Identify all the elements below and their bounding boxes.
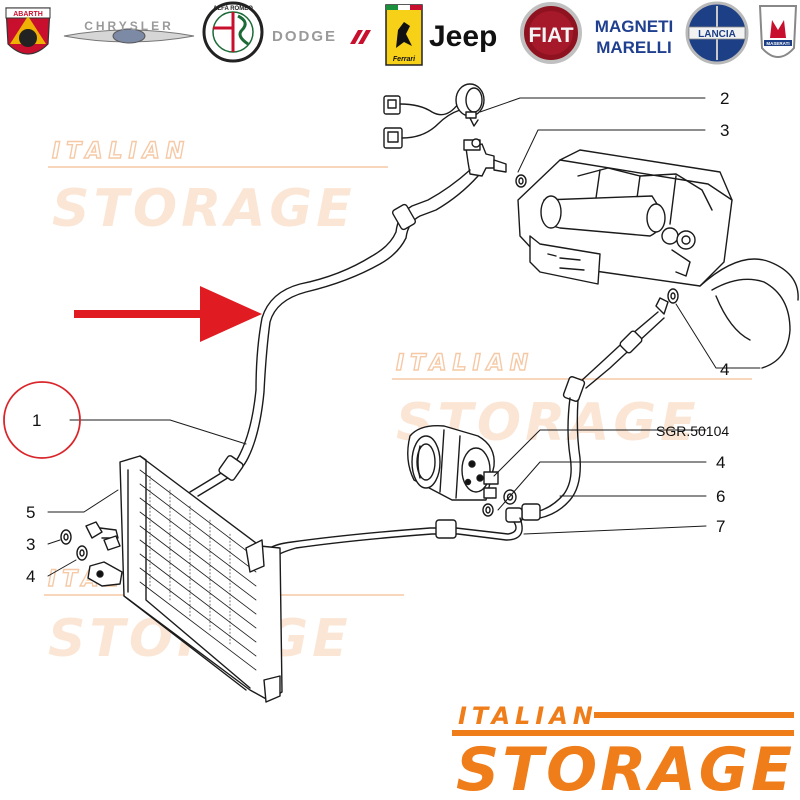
abarth-logo-text: ABARTH bbox=[13, 11, 43, 18]
condenser-part bbox=[119, 455, 283, 703]
callout-part-code: SGR.50104 bbox=[656, 423, 729, 439]
callout-4-top: 4 bbox=[720, 360, 729, 379]
callout-5: 5 bbox=[26, 503, 35, 522]
watermark-line1: ITALIAN bbox=[52, 139, 190, 164]
magneti-marelli-logo: MAGNETI MARELLI bbox=[595, 17, 673, 57]
callout-labels: 1 2 3 4 SGR.50104 4 6 7 5 3 4 bbox=[26, 89, 729, 586]
highlight-arrow bbox=[74, 286, 262, 342]
jeep-logo: Jeep bbox=[429, 20, 497, 53]
abarth-logo: ABARTH bbox=[5, 7, 51, 55]
callout-4-middle: 4 bbox=[716, 453, 725, 472]
watermark-top: ITALIAN STORAGE bbox=[48, 138, 388, 239]
italian-storage-logo: ITALIAN STORAGE bbox=[452, 702, 795, 800]
dodge-logo-text: DODGE bbox=[272, 28, 337, 45]
jeep-logo-text: Jeep bbox=[429, 20, 497, 53]
watermark-line1: ITALIAN bbox=[396, 351, 534, 376]
callout-7: 7 bbox=[716, 517, 725, 536]
compressor-part bbox=[407, 425, 499, 501]
discharge-hose-part-7 bbox=[269, 507, 523, 557]
alfa-romeo-logo-text: ALFA ROMEO bbox=[213, 6, 253, 12]
ferrari-logo: Ferrari bbox=[385, 4, 423, 66]
chrysler-logo-text: CHRYSLER bbox=[84, 19, 174, 33]
o-ring-3-top bbox=[515, 174, 527, 188]
main-hose-part bbox=[189, 169, 479, 497]
evaporator-unit bbox=[517, 149, 799, 369]
leader-lines bbox=[47, 97, 761, 577]
fiat-logo-text: FIAT bbox=[528, 24, 573, 47]
callout-2: 2 bbox=[720, 89, 729, 108]
chrysler-logo: CHRYSLER bbox=[63, 19, 195, 44]
callout-6: 6 bbox=[716, 487, 725, 506]
lancia-logo: LANCIA bbox=[685, 1, 749, 65]
magneti-marelli-logo-text-line1: MAGNETI bbox=[595, 17, 673, 36]
pressure-switch-part bbox=[383, 83, 485, 149]
o-ring-4-right bbox=[667, 288, 679, 304]
brand-line1: ITALIAN bbox=[458, 702, 598, 730]
maserati-logo: MASERATI bbox=[758, 5, 798, 58]
highlight-circle bbox=[3, 381, 81, 459]
dodge-logo: DODGE bbox=[272, 28, 371, 45]
brand-logo-strip: ABARTH CHRYSLER ALFA ROMEO DODGE bbox=[5, 1, 798, 66]
callout-3-left: 3 bbox=[26, 535, 35, 554]
ac-line-drawing bbox=[47, 83, 799, 703]
alfa-romeo-logo: ALFA ROMEO bbox=[202, 1, 264, 63]
brand-line2: STORAGE bbox=[456, 735, 795, 800]
ferrari-logo-text: Ferrari bbox=[393, 56, 416, 63]
fiat-logo: FIAT bbox=[520, 2, 582, 64]
callout-1: 1 bbox=[32, 411, 41, 430]
callout-3-top: 3 bbox=[720, 121, 729, 140]
t-fitting bbox=[463, 138, 507, 177]
condenser-fittings bbox=[60, 521, 123, 587]
lancia-logo-text: LANCIA bbox=[698, 29, 736, 40]
watermark-line2: STORAGE bbox=[52, 179, 356, 239]
magneti-marelli-logo-text-line2: MARELLI bbox=[596, 38, 672, 57]
callout-4-left: 4 bbox=[26, 567, 35, 586]
maserati-logo-text: MASERATI bbox=[766, 41, 789, 46]
